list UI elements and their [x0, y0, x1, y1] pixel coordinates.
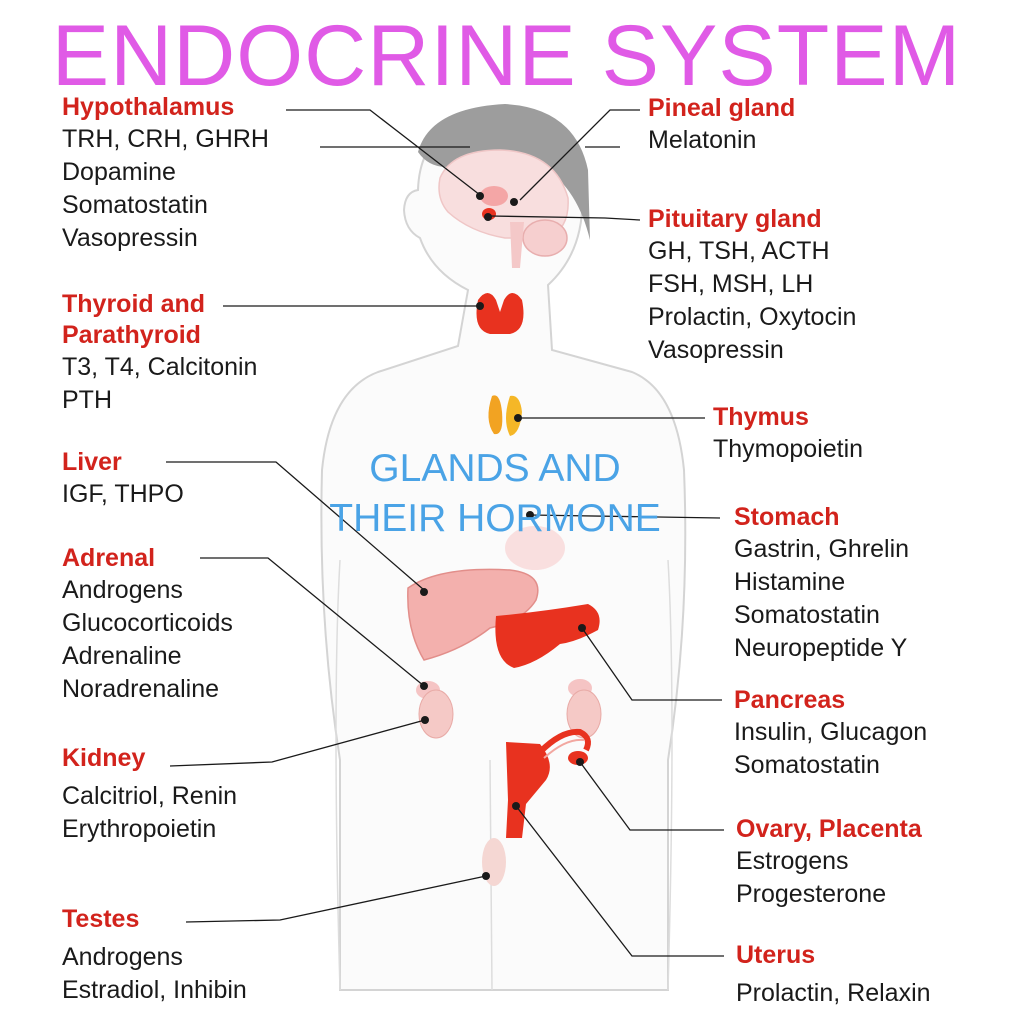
- kidney-label: Kidney Calcitriol, Renin Erythropoietin: [62, 743, 237, 846]
- hormone-line: Vasopressin: [648, 336, 784, 364]
- hormone-line: PTH: [62, 386, 112, 414]
- hormone-line: Erythropoietin: [62, 815, 217, 843]
- hormone-line: Glucocorticoids: [62, 609, 233, 637]
- gland-name: Kidney: [62, 744, 146, 772]
- hormone-line: Neuropeptide Y: [734, 634, 908, 662]
- hormone-line: Somatostatin: [62, 191, 208, 219]
- testes-dot: [482, 872, 490, 880]
- fallopian-tube: [537, 728, 591, 755]
- ovary-dot: [576, 758, 584, 766]
- ovary-label: Ovary, Placenta Estrogens Progesterone: [736, 814, 922, 911]
- kidney-organ: [418, 689, 454, 739]
- hair-cap: [418, 104, 590, 240]
- right-arm-line: [667, 559, 673, 991]
- thyroid-dot: [476, 302, 484, 310]
- pancreas-organ: [495, 604, 600, 668]
- pituitary-dot: [484, 213, 492, 221]
- gland-name: Pituitary gland: [648, 205, 822, 233]
- gland-name: Pineal gland: [648, 94, 796, 122]
- hormone-line: FSH, MSH, LH: [648, 270, 814, 298]
- thyroid-organ: [476, 293, 524, 334]
- hormone-line: IGF, THPO: [62, 480, 184, 508]
- hormone-line: Estradiol, Inhibin: [62, 976, 247, 1004]
- hormone-line: Vasopressin: [62, 224, 198, 252]
- adrenal-label: Adrenal Androgens Glucocorticoids Adrena…: [62, 543, 233, 706]
- subtitle: GLANDS AND THEIR HORMONE: [300, 444, 690, 544]
- gland-name: Thyroid and: [62, 290, 206, 318]
- gland-name: Pancreas: [734, 686, 846, 714]
- hypothalamus-dot: [476, 192, 484, 200]
- hormone-line: Androgens: [62, 943, 183, 971]
- hormone-line: Thymopoietin: [713, 435, 864, 463]
- brainstem: [510, 222, 524, 268]
- gland-name: Uterus: [736, 941, 816, 969]
- thymus-organ: [488, 395, 503, 435]
- hormone-line: T3, T4, Calcitonin: [62, 353, 258, 381]
- hormone-line: TRH, CRH, GHRH: [62, 125, 269, 153]
- hormone-line: Prolactin, Relaxin: [736, 979, 931, 1007]
- testes-label: Testes Androgens Estradiol, Inhibin: [62, 904, 247, 1007]
- stomach-dot: [526, 511, 534, 519]
- gland-name: Adrenal: [62, 544, 156, 572]
- liver-label: Liver IGF, THPO: [62, 447, 184, 511]
- subtitle-line-1: GLANDS AND: [369, 447, 621, 490]
- hormone-line: Estrogens: [736, 847, 849, 875]
- uterus-label: Uterus Prolactin, Relaxin: [736, 940, 931, 1010]
- hormone-line: Noradrenaline: [62, 675, 220, 703]
- hormone-line: Gastrin, Ghrelin: [734, 535, 910, 563]
- uterus-dot: [512, 802, 520, 810]
- gland-name: Parathyroid: [62, 321, 201, 349]
- pineal-dot: [510, 198, 518, 206]
- liver-dot: [420, 588, 428, 596]
- pancreas-dot: [578, 624, 586, 632]
- thymus-dot: [514, 414, 522, 422]
- stomach-organ: [505, 526, 565, 570]
- hormone-line: Somatostatin: [734, 751, 880, 779]
- hormone-line: Melatonin: [648, 126, 757, 154]
- thymus-label: Thymus Thymopoietin: [713, 402, 863, 466]
- gland-name: Stomach: [734, 503, 840, 531]
- kidney-dot: [421, 716, 429, 724]
- hormone-line: Adrenaline: [62, 642, 182, 670]
- gland-name: Thymus: [713, 403, 809, 431]
- thyroid-label: Thyroid and Parathyroid T3, T4, Calciton…: [62, 289, 257, 417]
- subtitle-line-2: THEIR HORMONE: [329, 497, 661, 540]
- hypothalamus-organ: [480, 186, 508, 206]
- hormone-line: Calcitriol, Renin: [62, 782, 238, 810]
- pineal-label: Pineal gland Melatonin: [648, 93, 795, 157]
- hormone-line: Insulin, Glucagon: [734, 718, 928, 746]
- gland-name: Testes: [62, 905, 140, 933]
- page-title: ENDOCRINE SYSTEM: [51, 8, 962, 104]
- gland-name: Ovary, Placenta: [736, 815, 922, 843]
- stomach-label: Stomach Gastrin, Ghrelin Histamine Somat…: [734, 502, 909, 665]
- hormone-line: Progesterone: [736, 880, 887, 908]
- gland-name: Liver: [62, 448, 122, 476]
- hypothalamus-label: Hypothalamus TRH, CRH, GHRH Dopamine Som…: [62, 92, 269, 255]
- hormone-line: Dopamine: [62, 158, 176, 186]
- adrenal-dot: [420, 682, 428, 690]
- uterus-organ: [506, 742, 550, 838]
- hormone-line: Histamine: [734, 568, 846, 596]
- hormone-line: Androgens: [62, 576, 183, 604]
- left-arm-line: [335, 559, 341, 991]
- pituitary-label: Pituitary gland GH, TSH, ACTH FSH, MSH, …: [648, 204, 856, 367]
- hormone-line: GH, TSH, ACTH: [648, 237, 830, 265]
- hormone-line: Somatostatin: [734, 601, 880, 629]
- pancreas-label: Pancreas Insulin, Glucagon Somatostatin: [734, 685, 927, 782]
- gland-name: Hypothalamus: [62, 93, 235, 121]
- cerebellum: [522, 219, 568, 257]
- hormone-line: Prolactin, Oxytocin: [648, 303, 857, 331]
